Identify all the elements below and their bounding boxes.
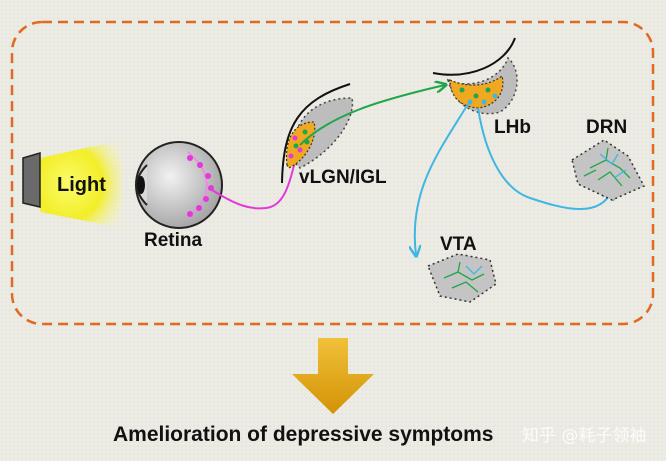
vta-neurites	[443, 261, 485, 293]
eye: Retina	[135, 141, 223, 251]
lhb-nucleus	[449, 74, 504, 109]
vlgn-to-lhb-path	[299, 85, 445, 146]
drn-tissue	[571, 139, 646, 201]
lhb-to-drn-path	[477, 107, 612, 211]
retina-layer	[187, 151, 208, 219]
vta-label: VTA	[440, 234, 477, 255]
vlgn-igl-label: vLGN/IGL	[299, 167, 387, 188]
outcome-text: Amelioration of depressive symptoms	[113, 423, 493, 446]
light-beam	[40, 140, 122, 228]
vta-tissue	[427, 253, 497, 303]
light-label: Light	[57, 174, 106, 196]
vta-region: VTA	[427, 234, 497, 303]
lhb-to-vta-path	[415, 103, 469, 255]
lamp-housing	[22, 151, 41, 208]
retina-to-vlgn-path	[211, 150, 298, 210]
drn-region: DRN	[571, 117, 646, 201]
watermark: 知乎 @耗子领袖	[522, 426, 646, 446]
lhb-neurons	[459, 87, 498, 105]
vlgn-neurons	[288, 129, 310, 159]
vlgn-igl-region: vLGN/IGL	[281, 83, 387, 188]
lhb-boundary	[432, 37, 516, 76]
pupil	[137, 176, 145, 194]
vlgn-boundary	[281, 83, 351, 184]
dashed-frame	[10, 20, 655, 326]
drn-label: DRN	[586, 117, 627, 138]
vta-neurites-blue	[465, 265, 483, 275]
outcome-arrow	[292, 338, 374, 414]
light-source: Light	[22, 140, 122, 228]
drn-neurites	[583, 147, 631, 187]
lhb-region: LHb	[432, 37, 531, 138]
lhb-label: LHb	[494, 117, 531, 138]
retina-label: Retina	[144, 230, 203, 251]
eyeball	[135, 141, 223, 229]
drn-neurites-blue	[599, 153, 627, 179]
